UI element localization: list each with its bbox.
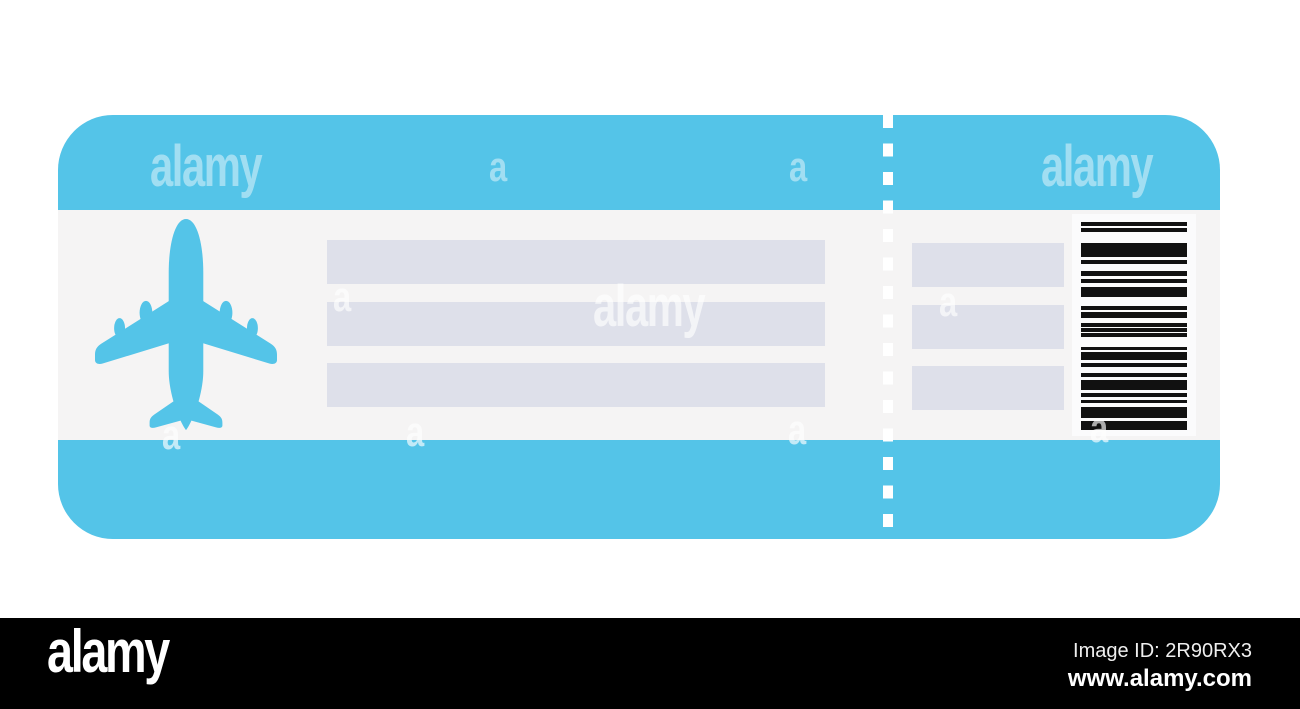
barcode [1081,222,1187,430]
barcode-stripe [1081,393,1187,397]
perforation-dashed-line [883,115,893,539]
barcode-stripe [1081,380,1187,390]
barcode-stripe [1081,352,1187,360]
footer-meta: Image ID: 2R90RX3 www.alamy.com [1068,640,1252,692]
image-id-text: Image ID: 2R90RX3 [1073,640,1252,662]
stub-placeholder-bar [912,305,1064,349]
stub-placeholder-bar [912,366,1064,410]
placeholder-bar [327,302,825,346]
alamy-logo: alamy [47,618,170,685]
footer-bar: alamy Image ID: 2R90RX3 www.alamy.com [0,618,1300,709]
barcode-stripe [1081,222,1187,226]
barcode-stripe [1081,363,1187,367]
barcode-stripe [1081,421,1187,430]
barcode-stripe [1081,328,1187,332]
barcode-stripe [1081,373,1187,377]
barcode-stripe [1081,312,1187,318]
airplane-silhouette [95,218,277,431]
stub-placeholder-bar [912,243,1064,287]
boarding-pass-ticket [58,115,1220,539]
barcode-stripe [1081,347,1187,350]
website-text: www.alamy.com [1067,665,1252,692]
barcode-stripe [1081,323,1187,327]
barcode-stripe [1081,287,1187,297]
ticket-footer-band [58,440,1220,539]
barcode-stripe [1081,333,1187,337]
barcode-stripe [1081,407,1187,418]
barcode-stripe [1081,271,1187,276]
barcode-stripe [1081,306,1187,310]
airplane-icon [95,218,277,432]
placeholder-bar [327,240,825,284]
barcode-stripe [1081,279,1187,283]
barcode-stripe [1081,260,1187,264]
barcode-stripe [1081,400,1187,403]
placeholder-bar [327,363,825,407]
ticket-header-band [58,115,1220,210]
barcode-stripe [1081,243,1187,257]
barcode-stripe [1081,228,1187,232]
